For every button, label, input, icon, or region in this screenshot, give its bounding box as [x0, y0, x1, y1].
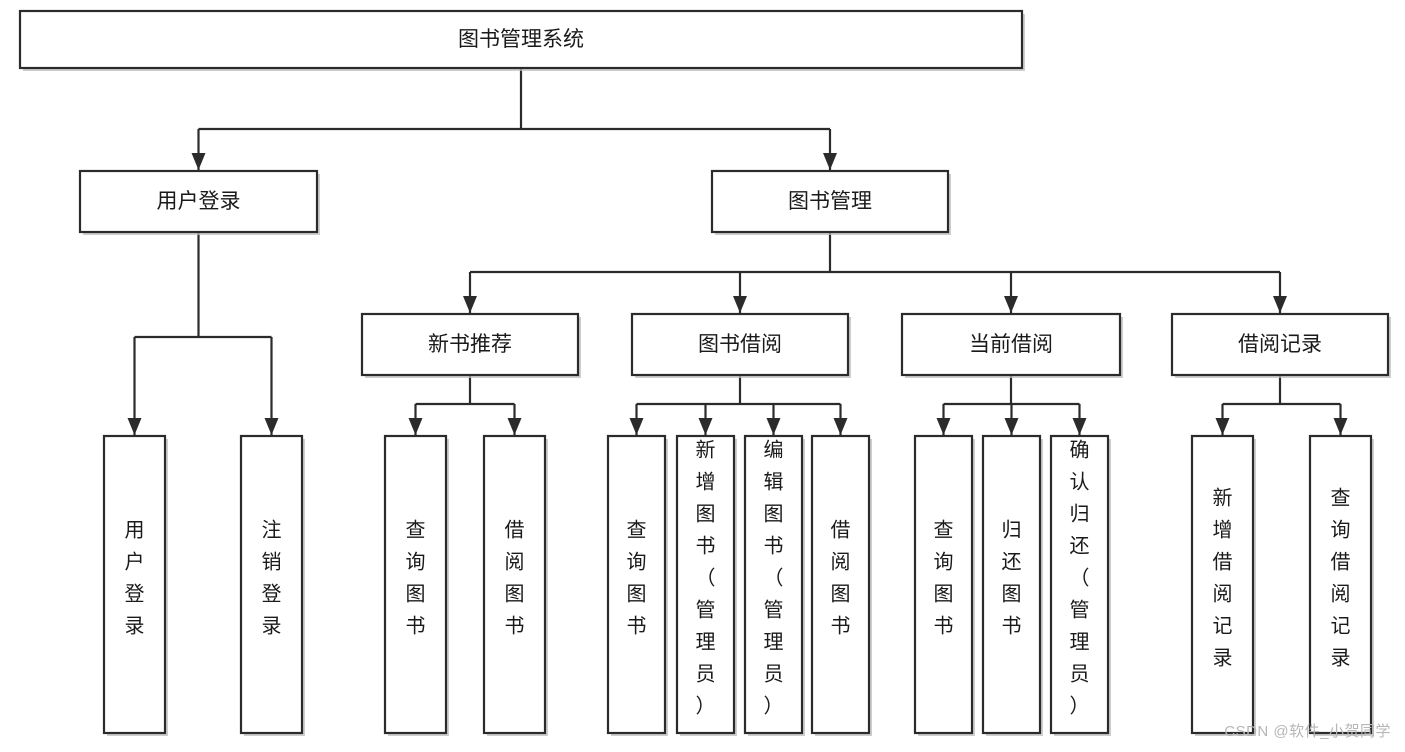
node-label: 借阅记录	[1238, 333, 1322, 356]
arrow-head-icon	[936, 418, 951, 435]
csdn-watermark: CSDN @软件_小贺同学	[1224, 723, 1391, 740]
node-label: 新书推荐	[428, 333, 512, 356]
node-l2_0[interactable]: 新书推荐	[360, 312, 581, 378]
node-leaf_7[interactable]: 借阅图书	[810, 434, 872, 736]
node-label: 新增图书（管理员）	[696, 439, 716, 718]
arrow-head-icon	[191, 153, 206, 170]
node-rect	[102, 434, 167, 735]
arrow-head-icon	[1004, 418, 1019, 435]
node-label: 注销登录	[262, 519, 282, 638]
arrow-head-icon	[127, 418, 142, 435]
node-l2_3[interactable]: 借阅记录	[1170, 312, 1391, 378]
node-label: 当前借阅	[969, 333, 1053, 356]
node-leaf_2[interactable]: 查询图书	[383, 434, 449, 736]
connector-edges	[127, 68, 1348, 435]
arrow-head-icon	[408, 418, 423, 435]
node-leaf_8[interactable]: 查询图书	[913, 434, 975, 736]
arrow-head-icon	[733, 296, 747, 313]
node-label: 归还图书	[1002, 519, 1022, 638]
node-label: 借阅图书	[505, 519, 525, 638]
node-label: 新增借阅记录	[1213, 487, 1233, 670]
node-leaf_3[interactable]: 借阅图书	[482, 434, 548, 736]
node-l2_1[interactable]: 图书借阅	[630, 312, 851, 378]
node-leaf_12[interactable]: 查询借阅记录	[1308, 434, 1374, 736]
node-label: 用户登录	[157, 190, 241, 213]
node-leaf_10[interactable]: 确认归还（管理员）	[1049, 434, 1111, 736]
node-label: 编辑图书（管理员）	[764, 439, 784, 718]
node-rect	[810, 434, 871, 735]
arrow-head-icon	[823, 153, 837, 170]
node-leaf_5[interactable]: 新增图书（管理员）	[675, 434, 737, 736]
node-leaf_9[interactable]: 归还图书	[981, 434, 1043, 736]
node-l2_2[interactable]: 当前借阅	[900, 312, 1123, 378]
arrow-head-icon	[1215, 418, 1230, 435]
node-rect	[913, 434, 974, 735]
arrow-head-icon	[629, 418, 644, 435]
node-rect	[675, 434, 736, 735]
arrow-head-icon	[698, 418, 713, 435]
arrow-head-icon	[264, 418, 279, 435]
node-rect	[606, 434, 667, 735]
node-rect	[630, 312, 850, 377]
arrow-head-icon	[1273, 296, 1287, 313]
arrow-head-icon	[1072, 418, 1087, 435]
node-label: 图书借阅	[698, 333, 782, 356]
node-rect	[482, 434, 547, 735]
node-leaf_1[interactable]: 注销登录	[239, 434, 305, 736]
node-leaf_11[interactable]: 新增借阅记录	[1190, 434, 1256, 736]
arrow-head-icon	[1333, 418, 1348, 435]
node-rect	[383, 434, 448, 735]
node-rect	[710, 169, 950, 234]
node-l1_1[interactable]: 图书管理	[710, 169, 951, 235]
node-root[interactable]: 图书管理系统	[18, 9, 1025, 71]
node-rect	[900, 312, 1122, 377]
node-rect	[1170, 312, 1390, 377]
arrow-head-icon	[833, 418, 848, 435]
node-rect	[743, 434, 804, 735]
node-rect	[360, 312, 580, 377]
node-label: 图书管理	[788, 190, 872, 213]
node-label: 确认归还（管理员）	[1070, 439, 1090, 718]
node-label: 借阅图书	[831, 519, 851, 638]
node-rect	[1049, 434, 1110, 735]
node-leaf_4[interactable]: 查询图书	[606, 434, 668, 736]
node-label: 查询图书	[406, 519, 426, 638]
node-leaf_0[interactable]: 用户登录	[102, 434, 168, 736]
node-label: 用户登录	[125, 520, 145, 638]
node-leaf_6[interactable]: 编辑图书（管理员）	[743, 434, 805, 736]
node-rect	[78, 169, 319, 234]
node-rect	[1308, 434, 1373, 735]
node-label: 查询借阅记录	[1331, 487, 1351, 670]
node-rect	[1190, 434, 1255, 735]
node-label: 图书管理系统	[458, 28, 584, 51]
arrow-head-icon	[507, 418, 522, 435]
node-rect	[239, 434, 304, 735]
arrow-head-icon	[766, 418, 781, 435]
arrow-head-icon	[1004, 296, 1018, 313]
node-l1_0[interactable]: 用户登录	[78, 169, 320, 235]
node-boxes: 图书管理系统用户登录图书管理新书推荐图书借阅当前借阅借阅记录用户登录注销登录查询…	[18, 9, 1391, 736]
node-label: 查询图书	[934, 519, 954, 638]
node-rect	[981, 434, 1042, 735]
node-label: 查询图书	[627, 519, 647, 638]
node-rect	[18, 9, 1024, 70]
arrow-head-icon	[463, 296, 477, 313]
